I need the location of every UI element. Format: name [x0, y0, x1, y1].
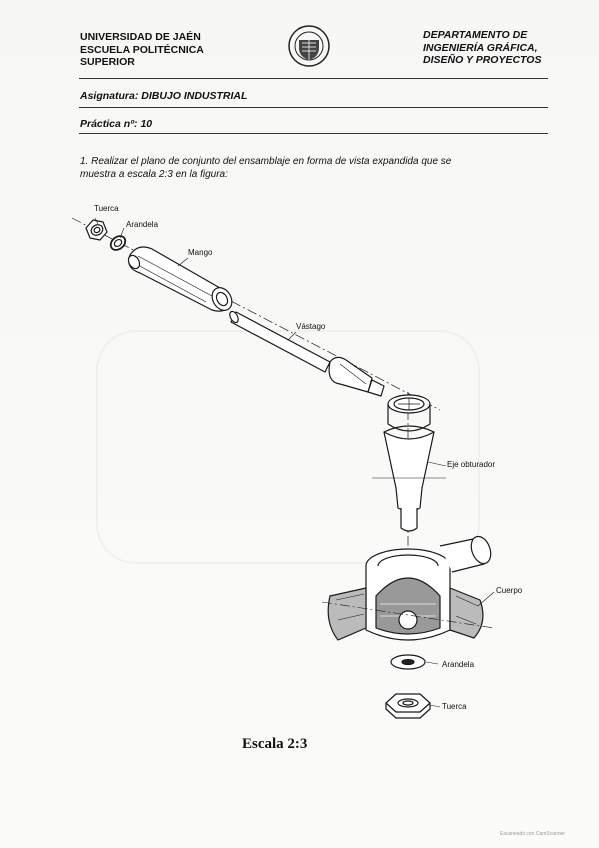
label-tuerca-top: Tuerca — [94, 204, 119, 213]
department-line-1: DEPARTAMENTO DE — [423, 29, 528, 41]
university-header: UNIVERSIDAD DE JAÉN ESCUELA POLITÉCNICA … — [80, 31, 204, 69]
top-nut-part — [85, 219, 108, 241]
bottom-washer-part — [390, 654, 426, 670]
university-line-1: UNIVERSIDAD DE JAÉN — [80, 31, 201, 43]
label-tuerca-bottom: Tuerca — [442, 702, 467, 711]
university-line-2: ESCUELA POLITÉCNICA — [80, 43, 204, 56]
axis-line-top — [71, 217, 441, 411]
task-line-1: 1. Realizar el plano de conjunto del ens… — [80, 156, 452, 167]
practice-divider — [79, 133, 548, 134]
scanner-watermark: Escaneado con CamScanner — [500, 831, 566, 837]
subject-divider — [79, 107, 548, 108]
label-cuerpo: Cuerpo — [496, 586, 523, 595]
label-eje-obturador: Eje obturador — [447, 460, 496, 469]
label-mango: Mango — [188, 248, 213, 257]
department-header: DEPARTAMENTO DE INGENIERÍA GRÁFICA, DISE… — [423, 29, 541, 67]
university-seal-icon — [288, 25, 330, 67]
department-line-3: DISEÑO Y PROYECTOS — [423, 54, 542, 66]
handle-part — [127, 246, 233, 312]
bottom-nut-part — [385, 693, 431, 719]
valve-body-part — [321, 535, 495, 641]
stem-part — [229, 310, 385, 397]
practice-number: Práctica nº: 10 — [80, 118, 153, 130]
header-divider — [79, 78, 548, 79]
label-arandela-bottom: Arandela — [442, 660, 475, 669]
department-line-2: INGENIERÍA GRÁFICA, — [423, 41, 538, 54]
subject-line: Asignatura: DIBUJO INDUSTRIAL — [80, 90, 248, 102]
valve-shaft-part — [372, 392, 446, 560]
label-arandela-top: Arandela — [126, 220, 159, 229]
task-line-2: muestra a escala 2:3 en la figura: — [80, 169, 228, 180]
task-statement: 1. Realizar el plano de conjunto del ens… — [80, 155, 535, 181]
scale-caption: Escala 2:3 — [242, 736, 308, 752]
label-vastago: Vástago — [296, 322, 326, 331]
leader-lines — [94, 217, 495, 708]
university-line-3: SUPERIOR — [80, 56, 135, 68]
top-washer-part — [109, 235, 127, 251]
